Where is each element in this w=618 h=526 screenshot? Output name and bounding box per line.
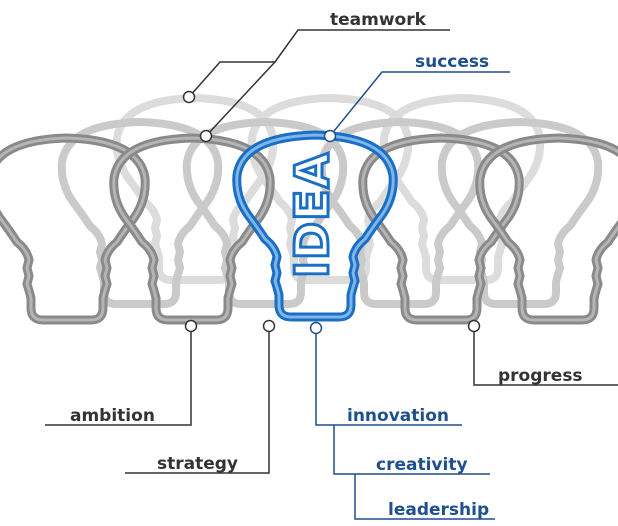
labels: teamwork success progress ambition strat… <box>70 10 583 520</box>
label-ambition: ambition <box>70 406 155 426</box>
label-innovation: innovation <box>347 406 449 426</box>
label-success: success <box>415 52 489 72</box>
connector-lines <box>45 29 618 520</box>
leadership-connector <box>354 474 495 520</box>
label-strategy: strategy <box>157 454 238 474</box>
success-connector <box>329 71 510 137</box>
label-creativity: creativity <box>376 455 468 475</box>
ambition-dot <box>184 319 198 333</box>
progress-connector <box>473 326 618 386</box>
teamwork-dot-1 <box>182 90 196 104</box>
innovation-connector <box>315 328 462 426</box>
progress-dot <box>467 319 481 333</box>
teamwork-connector-branch <box>205 61 276 137</box>
label-leadership: leadership <box>388 500 489 520</box>
teamwork-connector <box>188 29 450 98</box>
label-teamwork: teamwork <box>330 10 427 30</box>
strategy-dot <box>262 319 276 333</box>
connector-dots <box>182 90 481 335</box>
label-progress: progress <box>498 366 583 386</box>
success-dot <box>323 129 337 143</box>
idea-text: IDEA <box>285 152 339 278</box>
ambition-connector <box>45 326 192 426</box>
creativity-connector <box>333 425 490 475</box>
strategy-connector <box>125 326 270 474</box>
teamwork-dot-2 <box>199 129 213 143</box>
innovation-dot <box>309 321 323 335</box>
